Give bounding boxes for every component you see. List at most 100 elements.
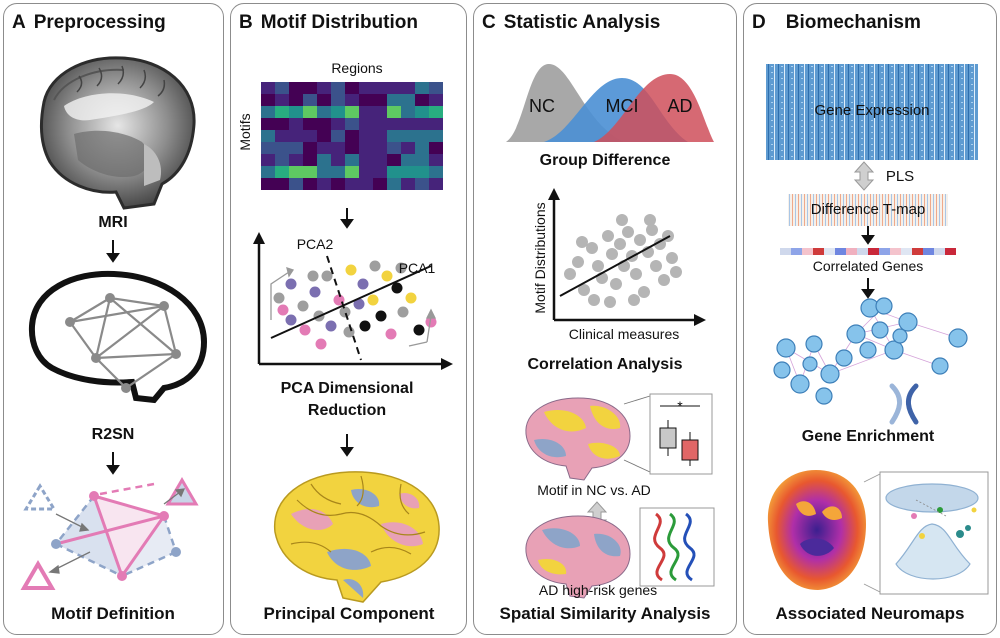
heatmap-cell xyxy=(429,106,443,118)
heatmap-cell xyxy=(345,154,359,166)
gene-bar-cell xyxy=(835,248,846,255)
pca-point xyxy=(392,283,403,294)
chromosome-icon xyxy=(892,386,916,422)
heatmap-cell xyxy=(373,130,387,142)
heatmap-cell xyxy=(275,106,289,118)
panel-d-art xyxy=(744,4,996,634)
correlation-point xyxy=(666,252,678,264)
principal-component-brain-map xyxy=(275,472,439,602)
panel-b-art xyxy=(231,4,466,634)
heatmap-cell xyxy=(261,118,275,130)
ad-label: AD xyxy=(667,96,692,117)
down-arrow-icon xyxy=(108,452,118,473)
heatmap-cell xyxy=(429,82,443,94)
heatmap-cell xyxy=(387,166,401,178)
heatmap-cell xyxy=(317,94,331,106)
heatmap-cell xyxy=(261,130,275,142)
heatmap-cell xyxy=(303,106,317,118)
correlation-point xyxy=(588,294,600,306)
heatmap-cell xyxy=(373,142,387,154)
heatmap-x-label: Regions xyxy=(331,60,382,76)
heatmap-cell xyxy=(275,154,289,166)
heatmap-cell xyxy=(359,154,373,166)
pca-point xyxy=(386,329,397,340)
heatmap-cell xyxy=(415,142,429,154)
heatmap-cell xyxy=(359,106,373,118)
motif-definition-label: Motif Definition xyxy=(51,604,175,624)
correlation-point xyxy=(564,268,576,280)
heatmap-cell xyxy=(387,130,401,142)
correlation-point xyxy=(650,260,662,272)
heatmap-cell xyxy=(387,94,401,106)
pca-point xyxy=(414,325,425,336)
heatmap-cell xyxy=(303,130,317,142)
heatmap-cell xyxy=(345,82,359,94)
heatmap-cell xyxy=(261,82,275,94)
gene-bar-cell xyxy=(802,248,813,255)
correlation-point xyxy=(670,266,682,278)
correlation-point xyxy=(586,242,598,254)
correlation-point xyxy=(634,234,646,246)
heatmap-cell xyxy=(331,178,345,190)
correlation-point xyxy=(592,260,604,272)
correlation-point xyxy=(628,294,640,306)
panel-statistic-analysis: CStatistic Analysis xyxy=(473,3,737,635)
heatmap-cell xyxy=(415,94,429,106)
dna-helix-icon xyxy=(640,508,714,586)
heatmap-cell xyxy=(331,142,345,154)
heatmap-cell xyxy=(289,82,303,94)
heatmap-cell xyxy=(261,106,275,118)
pca-step-line2: Reduction xyxy=(308,402,386,420)
heatmap-cell xyxy=(331,154,345,166)
heatmap-cell xyxy=(415,130,429,142)
heatmap-cell xyxy=(387,142,401,154)
heatmap-cell xyxy=(429,118,443,130)
heatmap-cell xyxy=(401,82,415,94)
heatmap-cell xyxy=(275,82,289,94)
heatmap-cell xyxy=(261,154,275,166)
heatmap-cell xyxy=(415,82,429,94)
correlation-point xyxy=(572,256,584,268)
heatmap-cell xyxy=(317,178,331,190)
gene-bar-cell xyxy=(780,248,791,255)
heatmap-cell xyxy=(289,142,303,154)
heatmap-cell xyxy=(401,142,415,154)
heatmap-cell xyxy=(429,166,443,178)
heatmap-cell xyxy=(331,94,345,106)
heatmap-cell xyxy=(317,166,331,178)
gene-bar-cell xyxy=(901,248,912,255)
heatmap-cell xyxy=(359,178,373,190)
correlation-point xyxy=(644,214,656,226)
correlation-point xyxy=(616,214,628,226)
heatmap-cell xyxy=(387,118,401,130)
gene-bar-cell xyxy=(857,248,868,255)
pca-point xyxy=(368,295,379,306)
correlation-point xyxy=(658,274,670,286)
heatmap-cell xyxy=(415,118,429,130)
correlation-y-label: Motif Distributions xyxy=(532,202,548,313)
down-arrow-icon xyxy=(342,208,352,227)
heatmap-cell xyxy=(429,142,443,154)
heatmap-cell xyxy=(303,82,317,94)
mri-slice-image xyxy=(42,58,195,208)
pca-point xyxy=(326,321,337,332)
gene-bar-cell xyxy=(912,248,923,255)
heatmap-cell xyxy=(331,130,345,142)
heatmap-cell xyxy=(373,118,387,130)
heatmap-cell xyxy=(345,166,359,178)
heatmap-cell xyxy=(317,142,331,154)
heatmap-cell xyxy=(261,94,275,106)
ad-genes-label: AD high-risk genes xyxy=(539,582,657,598)
heatmap-cell xyxy=(345,94,359,106)
heatmap-cell xyxy=(317,82,331,94)
synapse-diagram xyxy=(880,472,988,594)
heatmap-cell xyxy=(359,142,373,154)
heatmap-cell xyxy=(317,130,331,142)
down-arrow-icon xyxy=(863,226,873,243)
heatmap-cell xyxy=(387,154,401,166)
heatmap-cell xyxy=(289,166,303,178)
heatmap-cell xyxy=(345,130,359,142)
heatmap-cell xyxy=(261,178,275,190)
heatmap-cell xyxy=(373,94,387,106)
